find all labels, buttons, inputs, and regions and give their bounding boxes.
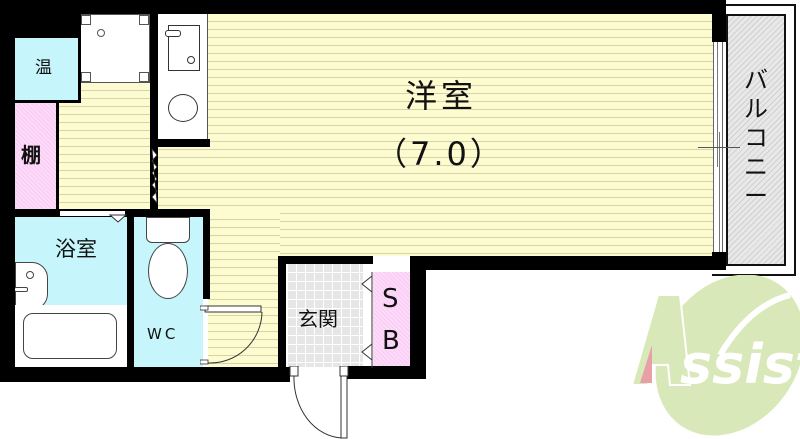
assist-logo-watermark: ssist: [630, 275, 800, 436]
entrance-label: 玄関: [298, 307, 338, 331]
entrance-door[interactable]: [286, 366, 356, 439]
kitchen-counter: [158, 14, 208, 139]
washbasin-icon: [14, 262, 48, 310]
hallway-floor: [208, 212, 280, 367]
western-room-label: 洋室: [405, 77, 478, 115]
toilet-label: WC: [147, 325, 179, 343]
sink-icon: [165, 25, 200, 71]
drain-icon: [97, 29, 105, 37]
toilet-bowl-icon: [148, 243, 188, 299]
water-heater-closet: 温: [15, 38, 78, 100]
water-heater-label: 温: [35, 58, 52, 78]
bathtub-icon: [15, 305, 127, 367]
bathroom-label: 浴室: [55, 237, 97, 261]
kitchen-door-marker: [151, 147, 158, 205]
shoe-box-label-b: B: [382, 326, 400, 356]
balcony: バルコニー: [726, 14, 786, 266]
shelf-label: 棚: [21, 143, 41, 167]
balcony-label: バルコニー: [744, 66, 768, 210]
washer-space: [80, 14, 150, 83]
bathroom: 浴室: [14, 217, 127, 367]
shoe-box-label-s: S: [382, 284, 399, 314]
stove-icon: [168, 94, 198, 122]
bathroom-door-marker: [108, 214, 128, 223]
toilet-room: WC: [134, 217, 203, 367]
shoe-box-door[interactable]: [360, 272, 374, 368]
entrance: 玄関: [288, 264, 363, 367]
shelf-closet: 棚: [15, 102, 56, 209]
toilet-door[interactable]: [200, 300, 270, 370]
assist-logo-text: ssist: [680, 333, 800, 396]
shoe-box: S B: [373, 272, 410, 366]
toilet-tank-icon: [146, 217, 190, 243]
kitchen-floor: [58, 83, 155, 209]
western-room-size: （7.0）: [375, 135, 505, 173]
